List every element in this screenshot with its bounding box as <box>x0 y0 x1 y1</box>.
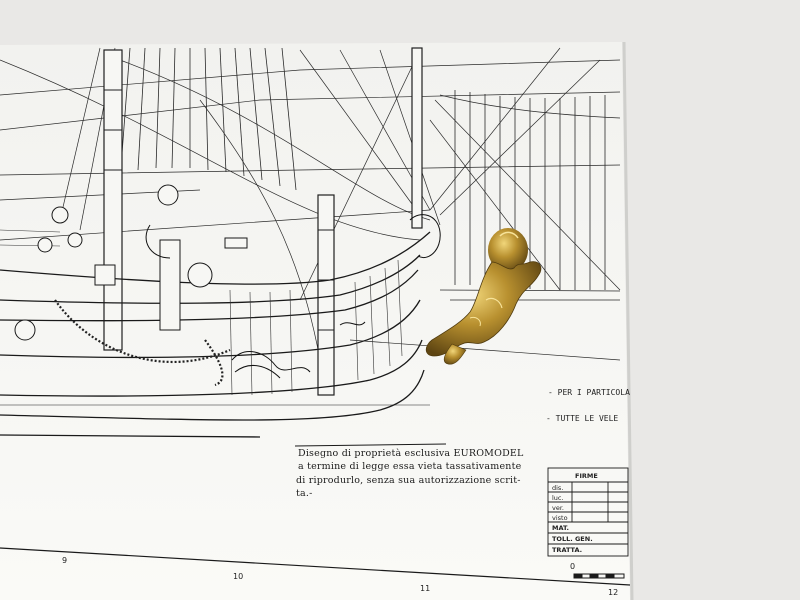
ownership-notice-line-2: a termine di legge essa vieta tassativam… <box>298 461 522 472</box>
anchor-rope <box>54 299 231 387</box>
ownership-notice-line-1: Disegno di proprietà esclusiva EUROMODEL <box>298 448 524 459</box>
title-block-row-luc: luc. <box>552 494 564 502</box>
brass-lion-figurehead <box>425 228 542 365</box>
grid-number-11: 11 <box>420 584 431 593</box>
grid-number-9: 9 <box>62 556 68 565</box>
scale-bar <box>573 573 625 579</box>
drawing-paper <box>0 42 630 600</box>
side-note-vele: - TUTTE LE VELE <box>546 414 619 423</box>
grid-number-10: 10 <box>233 572 244 581</box>
ownership-notice-line-3: di riprodurlo, senza sua autorizzazione … <box>296 475 521 486</box>
ownership-notice-line-4: ta.- <box>296 488 313 499</box>
title-block-row-ver: ver. <box>552 504 564 512</box>
ornament-carvings <box>145 214 441 379</box>
side-note-particolari: - PER I PARTICOLA <box>548 388 630 397</box>
title-block-row-dis: dis. <box>552 484 564 492</box>
title-block-tratta: TRATTA. <box>552 546 583 554</box>
paper-shadow <box>622 41 634 600</box>
hull-details <box>14 184 248 341</box>
title-block-row-visto: visto <box>552 514 568 522</box>
mast-bands <box>104 89 334 331</box>
drawing-lines <box>0 404 631 586</box>
grid-number-12: 12 <box>608 588 619 597</box>
brand-name: EUROMODEL <box>453 448 524 459</box>
ship-hull <box>0 231 431 438</box>
title-block-header: FIRME <box>575 472 598 480</box>
title-block-toll: TOLL. GEN. <box>552 535 593 543</box>
scale-zero-label: 0 <box>570 562 576 571</box>
title-block <box>547 467 629 557</box>
title-block-mat: MAT. <box>552 524 569 532</box>
